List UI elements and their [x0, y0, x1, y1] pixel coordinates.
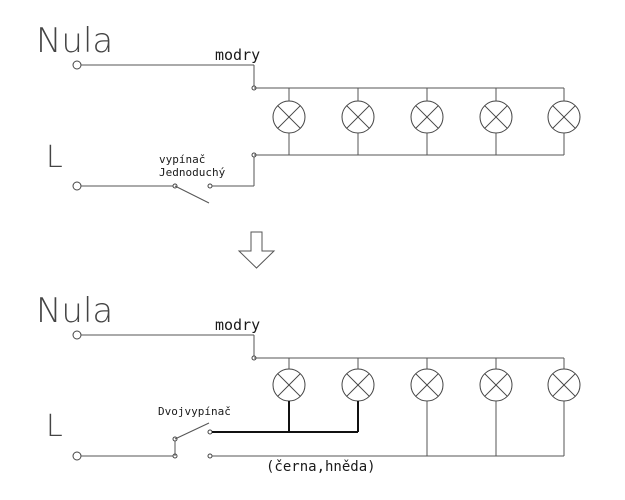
bottom-switch-label: Dvojvypínač — [158, 405, 231, 418]
top-neutral-label: Nula — [36, 21, 114, 61]
top-neutral-wire — [72, 60, 564, 91]
bottom-lamp-row — [272, 358, 581, 456]
top-neutral-terminal — [72, 60, 82, 70]
top-lamp-row — [272, 88, 581, 155]
bottom-wire-colors-label: (černa,hněda) — [266, 459, 376, 475]
top-lamp-4 — [479, 100, 513, 134]
top-live-wire — [72, 152, 564, 204]
bottom-switch-contact-1 — [207, 429, 213, 435]
top-lamp-1 — [272, 100, 306, 134]
bottom-lamp-1 — [272, 368, 306, 402]
bottom-lamp-2 — [341, 368, 375, 402]
bottom-neutral-label: Nula — [36, 291, 114, 331]
bottom-lamp-3 — [410, 368, 444, 402]
bottom-wire-label: modry — [215, 316, 261, 334]
top-wire-label: modry — [215, 46, 261, 64]
top-switch-label-line2: Jednoduchý — [159, 166, 226, 179]
bottom-line-label: L — [46, 409, 63, 444]
top-lamp-5 — [547, 100, 581, 134]
bottom-live-wire — [72, 422, 564, 461]
bottom-neutral-wire — [72, 330, 564, 361]
down-arrow-icon — [237, 231, 276, 269]
bottom-lamp-4 — [479, 368, 513, 402]
top-lamp-2 — [341, 100, 375, 134]
bottom-live-terminal — [72, 451, 82, 461]
bottom-switch-blade — [174, 422, 210, 440]
bottom-switch-contact-2 — [207, 453, 213, 459]
bottom-lamp-5 — [547, 368, 581, 402]
top-switch-blade — [174, 185, 210, 204]
bottom-neutral-terminal — [72, 330, 82, 340]
top-switch-label-line1: vypínač — [159, 153, 206, 166]
top-line-label: L — [46, 140, 63, 175]
top-live-terminal — [72, 181, 82, 191]
top-lamp-3 — [410, 100, 444, 134]
